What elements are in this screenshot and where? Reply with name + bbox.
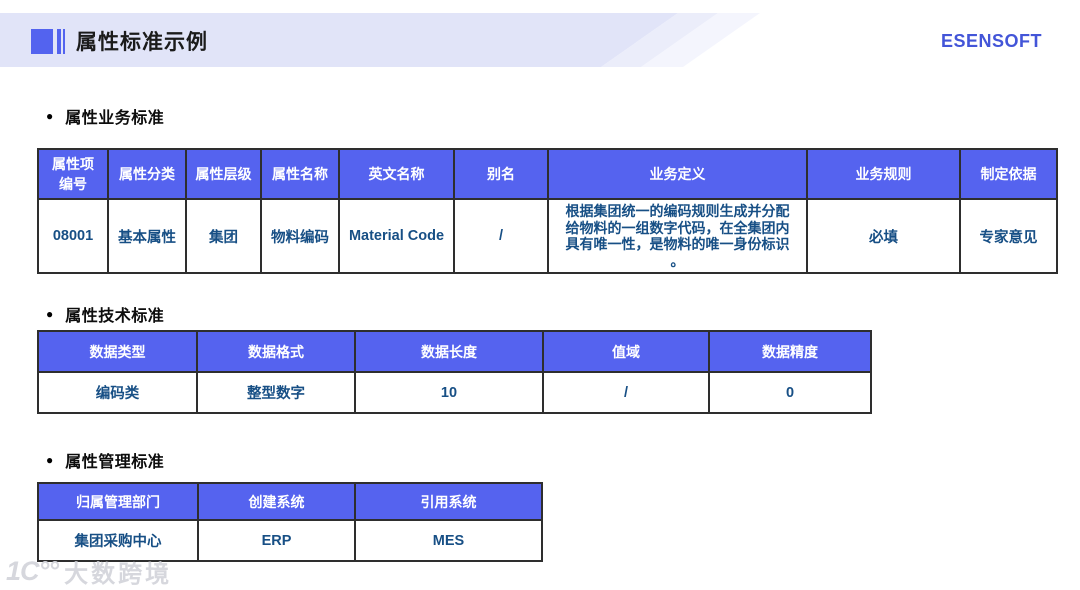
page-title: 属性标准示例	[76, 31, 208, 54]
table-cell: Material Code	[338, 198, 455, 274]
section-label: 属性业务标准	[65, 110, 165, 127]
section-label: 属性技术标准	[65, 308, 165, 325]
table-header-row: 数据类型 数据格式 数据长度 值域 数据精度	[37, 330, 872, 373]
section-label: 属性管理标准	[65, 454, 165, 471]
column-header: 英文名称	[338, 148, 455, 200]
table-cell: 专家意见	[959, 198, 1058, 274]
column-header: 业务定义	[547, 148, 808, 200]
table-cell: 10	[354, 371, 544, 414]
square-accent-icon	[31, 28, 53, 54]
column-header: 属性分类	[107, 148, 187, 200]
table-header-row: 属性项 编号 属性分类 属性层级 属性名称 英文名称 别名 业务定义 业务规则 …	[37, 148, 1058, 200]
table-cell: 基本属性	[107, 198, 187, 274]
table-cell-business-definition: 根据集团统一的编码规则生成并分配 给物料的一组数字代码，在全集团内 具有唯一性，…	[547, 198, 808, 274]
table-row: 08001 基本属性 集团 物料编码 Material Code / 根据集团统…	[37, 198, 1058, 274]
bullet-icon: ●	[46, 453, 54, 467]
column-header: 业务规则	[806, 148, 961, 200]
management-standard-table: 归属管理部门 创建系统 引用系统 集团采购中心 ERP MES	[37, 482, 543, 562]
column-header: 数据长度	[354, 330, 544, 373]
watermark-logo-icon: 1C°°	[6, 556, 59, 586]
table-row: 集团采购中心 ERP MES	[37, 519, 543, 562]
table-cell: 集团	[185, 198, 262, 274]
page-title-block: 属性标准示例	[31, 26, 208, 56]
table-cell: 0	[708, 371, 872, 414]
column-header: 数据格式	[196, 330, 356, 373]
title-banner	[0, 13, 1080, 67]
column-header: 数据类型	[37, 330, 198, 373]
column-header: 引用系统	[354, 482, 543, 521]
company-logo: ESENSOFT	[941, 31, 1043, 51]
column-header: 属性名称	[260, 148, 340, 200]
accent-bar-thin-icon	[63, 28, 65, 54]
column-header: 别名	[453, 148, 549, 200]
table-cell: 整型数字	[196, 371, 356, 414]
table-cell: /	[542, 371, 710, 414]
column-header: 创建系统	[197, 482, 356, 521]
column-header: 属性项 编号	[37, 148, 109, 200]
bullet-icon: ●	[46, 109, 54, 123]
banner-stripe-dark	[0, 13, 678, 67]
table-cell: ERP	[197, 519, 356, 562]
column-header: 归属管理部门	[37, 482, 199, 521]
column-header: 属性层级	[185, 148, 262, 200]
column-header: 数据精度	[708, 330, 872, 373]
column-header: 制定依据	[959, 148, 1058, 200]
table-cell: 集团采购中心	[37, 519, 199, 562]
section-title-technical: ● 属性技术标准	[46, 302, 164, 326]
table-cell: 08001	[37, 198, 109, 274]
table-header-row: 归属管理部门 创建系统 引用系统	[37, 482, 543, 521]
table-cell: 物料编码	[260, 198, 340, 274]
table-cell: /	[453, 198, 549, 274]
business-standard-table: 属性项 编号 属性分类 属性层级 属性名称 英文名称 别名 业务定义 业务规则 …	[37, 148, 1058, 274]
table-row: 编码类 整型数字 10 / 0	[37, 371, 872, 414]
column-header: 值域	[542, 330, 710, 373]
watermark-text: 大数跨境	[64, 561, 173, 588]
watermark: 1C°° 大数跨境	[6, 554, 172, 589]
section-title-management: ● 属性管理标准	[46, 448, 164, 472]
table-cell: 编码类	[37, 371, 198, 414]
accent-bar-icon	[57, 28, 61, 54]
table-cell: MES	[354, 519, 543, 562]
section-title-business: ● 属性业务标准	[46, 104, 164, 128]
technical-standard-table: 数据类型 数据格式 数据长度 值域 数据精度 编码类 整型数字 10 / 0	[37, 330, 872, 414]
bullet-icon: ●	[46, 307, 54, 321]
table-cell: 必填	[806, 198, 961, 274]
